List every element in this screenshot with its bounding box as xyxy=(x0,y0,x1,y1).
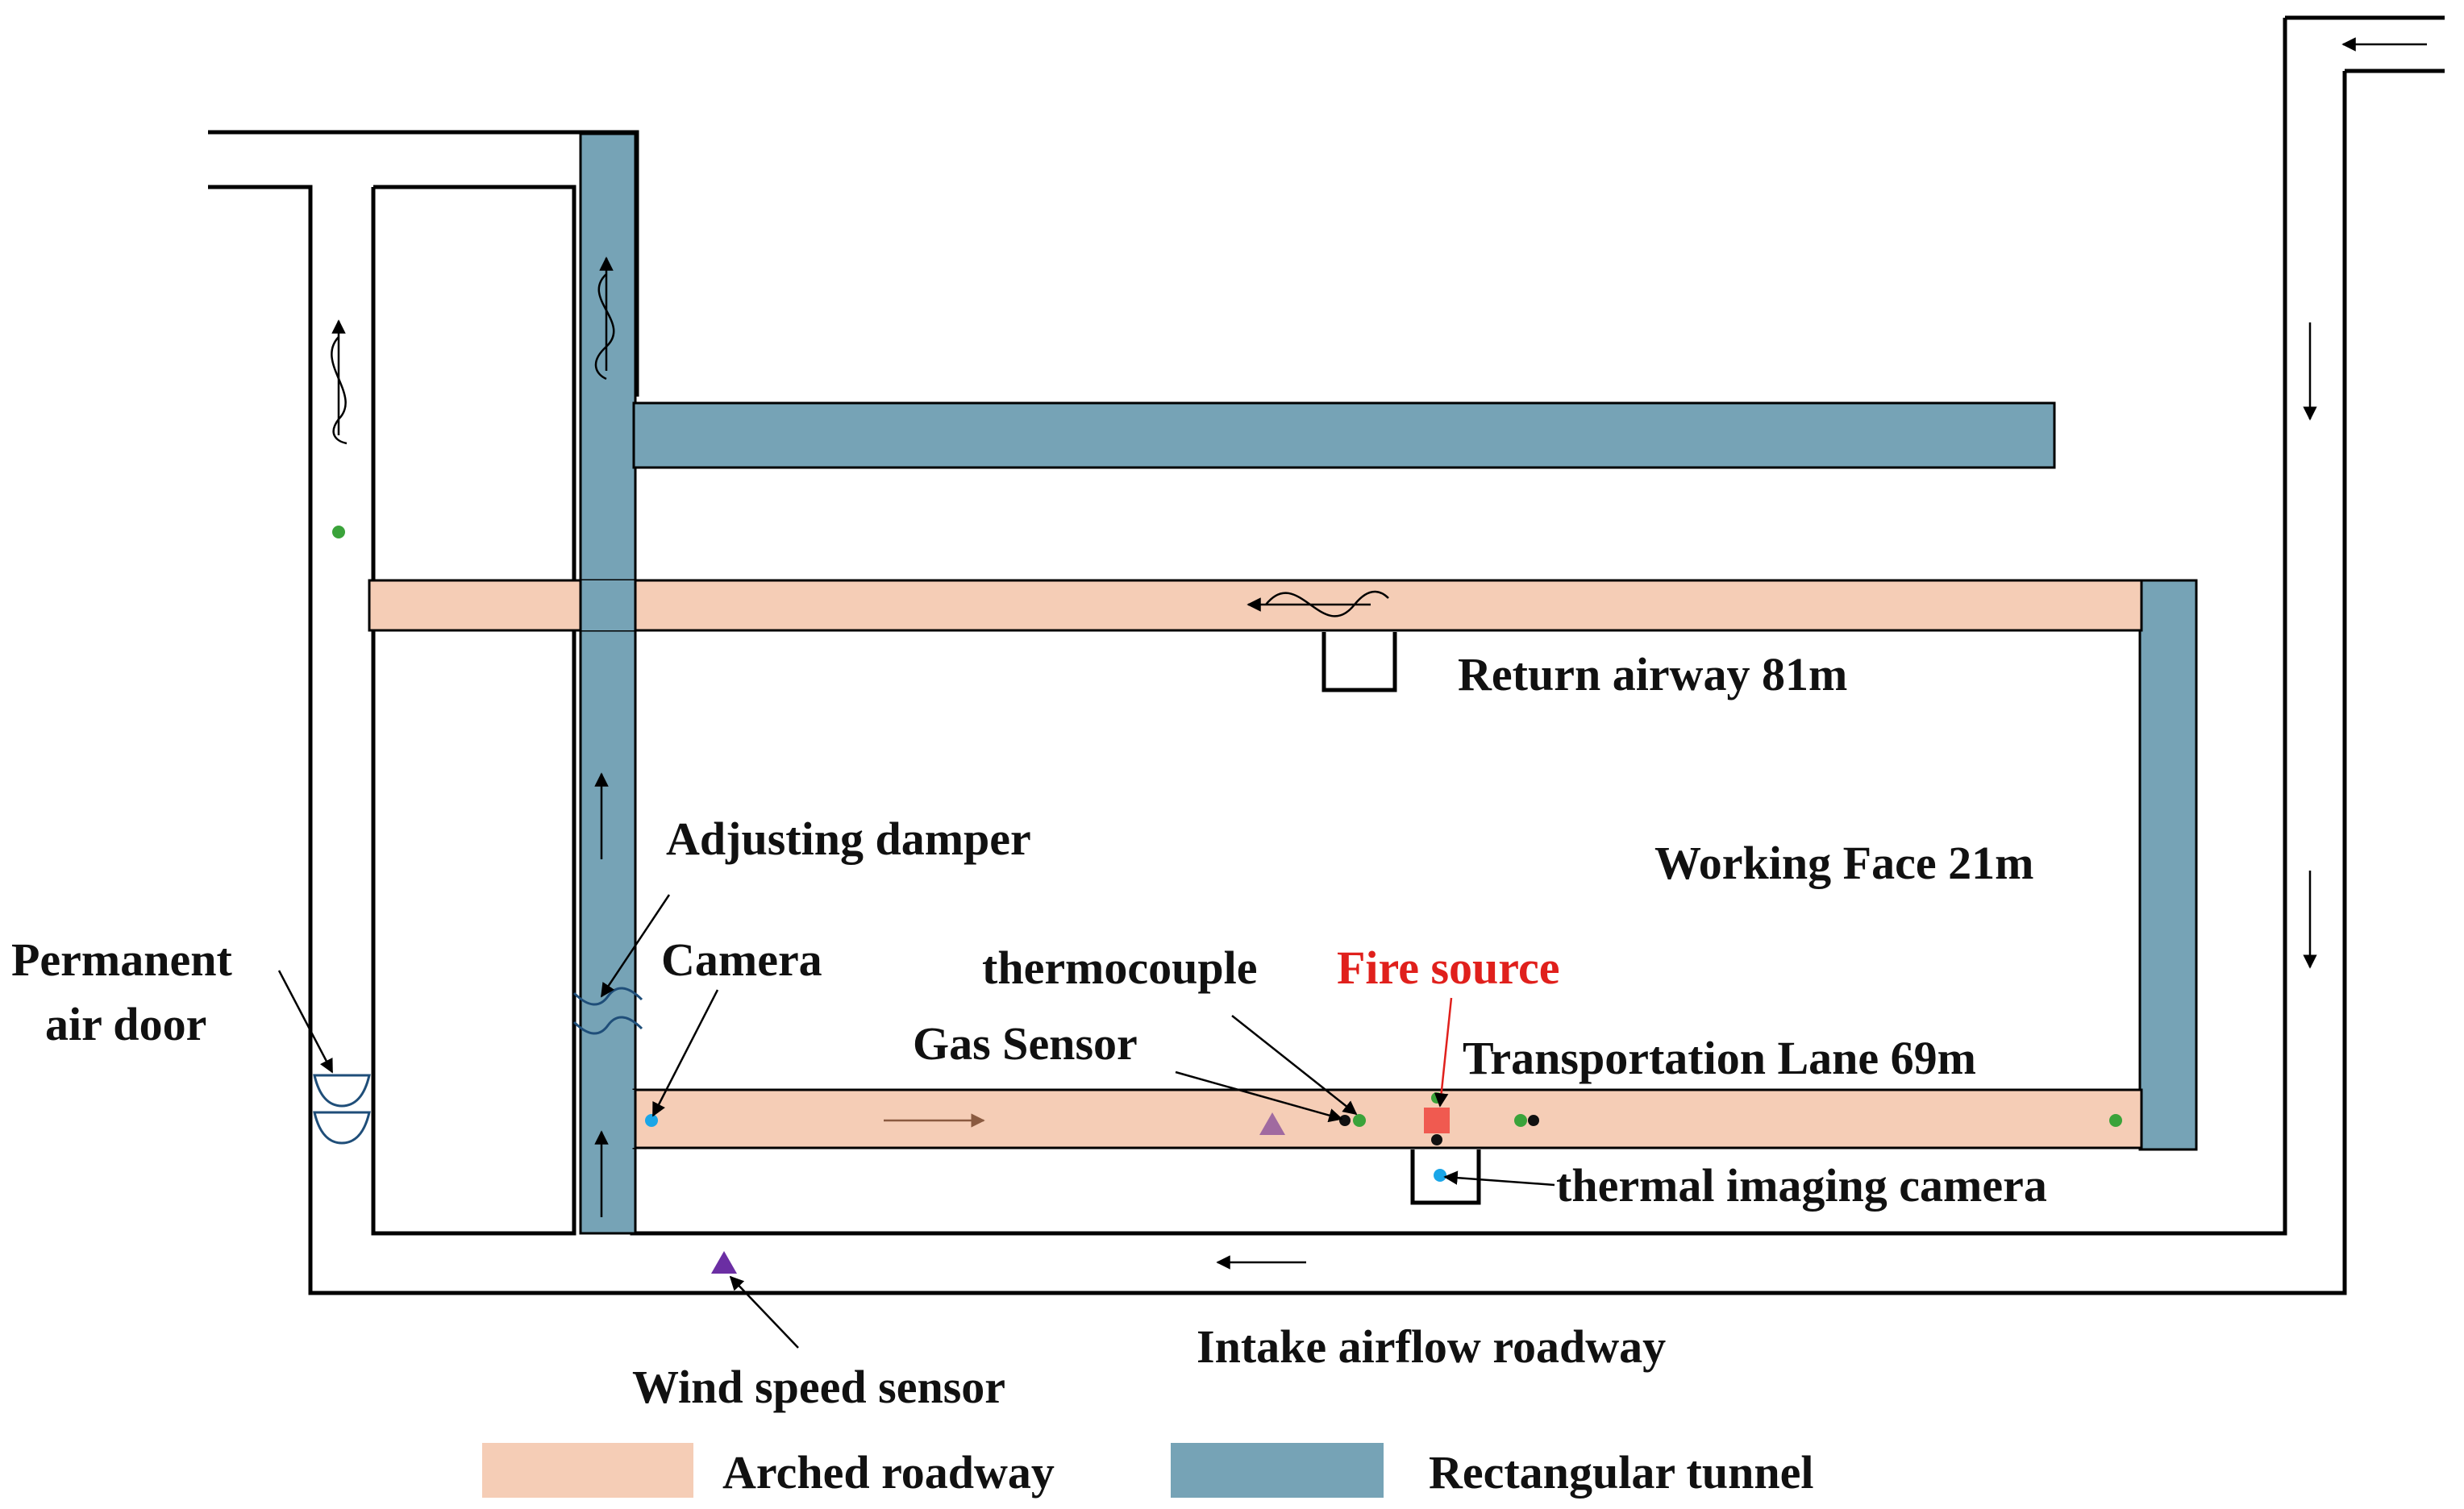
leader-fire-source xyxy=(1434,997,1453,1108)
legend-label-rectangular-tunnel: Rectangular tunnel xyxy=(1429,1446,1813,1499)
airflow-wave-left-shaft xyxy=(331,336,348,445)
leader-adjusting-damper xyxy=(600,894,671,998)
camera-label: Camera xyxy=(661,933,822,986)
return-airway-label: Return airway 81m xyxy=(1458,648,1847,700)
return-airway-niche xyxy=(1321,632,1397,692)
intake-airflow-roadway-label: Intake airflow roadway xyxy=(1197,1320,1666,1373)
thermal-imaging-camera-dot xyxy=(1434,1169,1446,1182)
gas-sensor-label: Gas Sensor xyxy=(913,1017,1138,1070)
transportation-lane-label: Transportation Lane 69m xyxy=(1463,1032,1976,1084)
rectangular-tunnel xyxy=(579,132,2198,1235)
transportation-lane xyxy=(632,1088,2143,1149)
airflow-wave-shaft-top xyxy=(594,273,615,380)
airflow-arrows xyxy=(331,37,2427,1270)
permanent-air-door-label-1: Permanent xyxy=(11,933,232,986)
fire-source-label: Fire source xyxy=(1337,942,1560,994)
leader-wind-speed-sensor xyxy=(729,1275,799,1349)
leader-lines xyxy=(277,894,1555,1349)
working-face-tunnel xyxy=(2138,579,2198,1151)
thermocouple-dot-2 xyxy=(1528,1115,1539,1126)
thermocouple-dot-1 xyxy=(1339,1115,1351,1126)
camera-dot xyxy=(645,1114,658,1127)
thermocouple-label: thermocouple xyxy=(982,942,1258,994)
lane-triangle-marker xyxy=(1259,1112,1285,1135)
thermocouple-fire-bottom xyxy=(1431,1134,1442,1145)
transportation-lane-niche xyxy=(1410,1149,1481,1205)
leader-permanent-air-door xyxy=(277,970,334,1074)
airflow-wave-return-airway xyxy=(1265,590,1389,617)
adjusting-damper-label: Adjusting damper xyxy=(666,813,1031,865)
gas-sensor-dot-2 xyxy=(1514,1114,1527,1127)
labels: Return airway 81m Adjusting damper Worki… xyxy=(11,648,2047,1413)
legend-swatch-arched-roadway xyxy=(482,1443,693,1498)
wind-speed-sensor-label: Wind speed sensor xyxy=(632,1361,1005,1413)
leader-thermocouple xyxy=(1231,1015,1358,1116)
upper-branch-tunnel xyxy=(632,401,2056,469)
leader-camera xyxy=(651,989,719,1117)
legend-swatch-rectangular-tunnel xyxy=(1171,1443,1384,1498)
fire-source-marker xyxy=(1424,1108,1450,1133)
working-face-label: Working Face 21m xyxy=(1654,837,2033,889)
legend-label-arched-roadway: Arched roadway xyxy=(722,1446,1055,1499)
leader-gas-sensor xyxy=(1175,1070,1343,1123)
thermal-imaging-camera-label: thermal imaging camera xyxy=(1556,1159,2047,1212)
gas-sensor-left-shaft xyxy=(332,526,345,538)
gas-sensor-dot-3 xyxy=(2109,1114,2122,1127)
permanent-air-door-label-2: air door xyxy=(45,998,206,1050)
wind-speed-sensor-triangle xyxy=(711,1251,737,1274)
legend: Arched roadway Rectangular tunnel xyxy=(482,1443,1813,1499)
leader-thermal-imaging-camera xyxy=(1443,1170,1555,1187)
permanent-air-door xyxy=(313,1074,371,1145)
gas-sensor-dot-1 xyxy=(1353,1114,1366,1127)
vertical-tunnel xyxy=(579,132,637,1235)
